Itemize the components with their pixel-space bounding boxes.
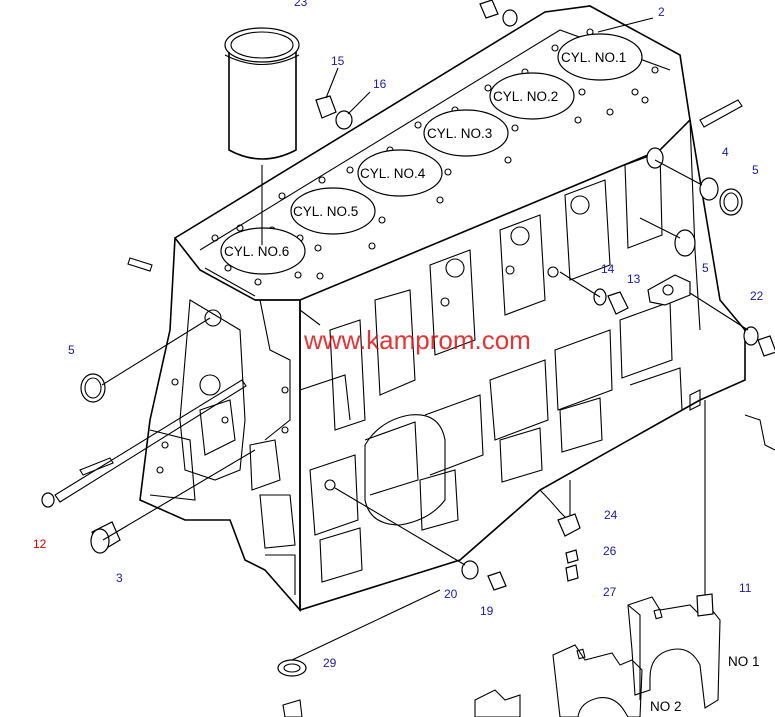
- cylinder-label: CYL. NO.2: [493, 89, 558, 104]
- callout-number: 15: [331, 54, 345, 68]
- cylinder-labels: CYL. NO.1 CYL. NO.2 CYL. NO.3 CYL. NO.4 …: [224, 50, 626, 259]
- callout-number: 22: [750, 289, 764, 303]
- callout-number: 2: [658, 5, 665, 19]
- callout-number: 29: [323, 656, 337, 670]
- callout-number: 26: [603, 544, 617, 558]
- cylinder-label: CYL. NO.6: [224, 244, 289, 259]
- block-deck: [173, 5, 691, 301]
- callout-number: 23: [294, 0, 308, 9]
- callout-number: 14: [601, 262, 615, 276]
- watermark: www.kamprom.com: [303, 325, 531, 355]
- cylinder-liner: [224, 27, 300, 160]
- callout-number: 24: [604, 508, 618, 522]
- small-parts: [41, 0, 775, 717]
- callout-number: 5: [702, 261, 709, 275]
- callout-number: 12: [33, 537, 47, 551]
- callout-number: 3: [116, 571, 123, 585]
- callout-number: 11: [739, 581, 752, 595]
- callout-number: 5: [68, 343, 75, 357]
- cylinder-label: CYL. NO.4: [360, 166, 426, 181]
- bearing-caps: [474, 596, 721, 717]
- callout-number: 5: [752, 163, 759, 177]
- bearing-label: NO 1: [728, 654, 760, 669]
- leader-lines: [101, 17, 749, 661]
- callout-number: 19: [480, 604, 494, 618]
- block-left-face: [139, 237, 301, 613]
- callout-numbers: 23 2 15 16 4 5 5 14 13 22 5 12 3 24 26 2…: [33, 0, 764, 670]
- callout-number: 13: [627, 272, 641, 286]
- callout-number: 4: [722, 145, 729, 159]
- cylinder-label: CYL. NO.5: [293, 204, 358, 219]
- block-main-face: [299, 119, 746, 612]
- callout-number: 20: [444, 587, 458, 601]
- callout-number: 27: [603, 585, 617, 599]
- cylinder-label: CYL. NO.3: [427, 126, 492, 141]
- bearing-label: NO 2: [650, 699, 682, 714]
- cylinder-label: CYL. NO.1: [561, 50, 626, 65]
- callout-number: 16: [373, 77, 387, 91]
